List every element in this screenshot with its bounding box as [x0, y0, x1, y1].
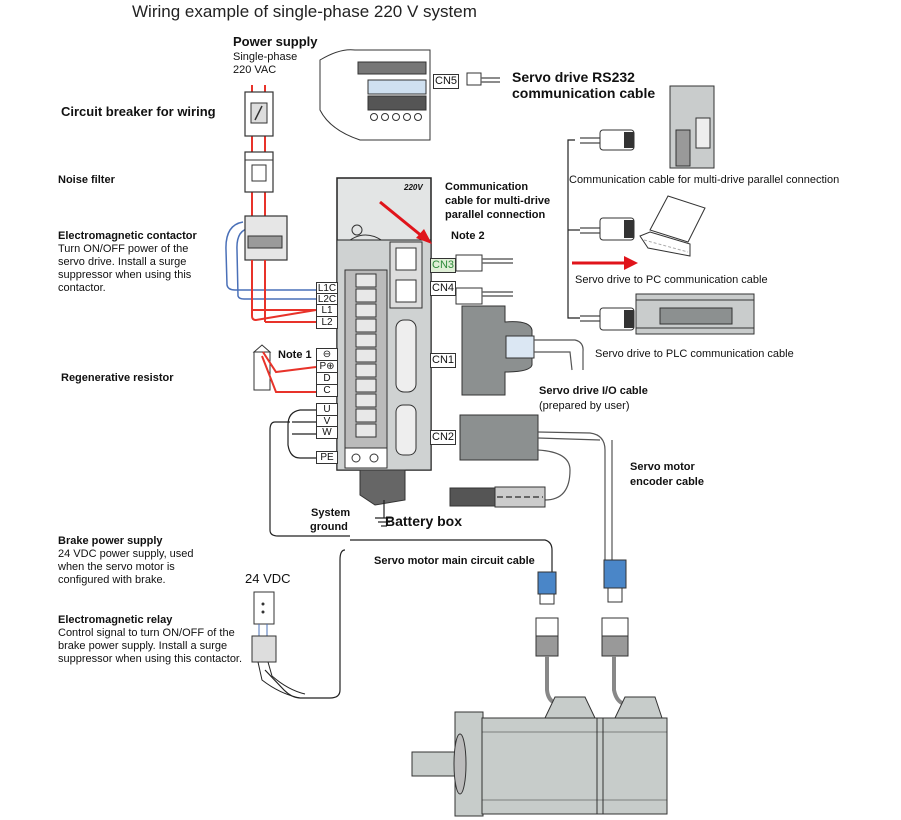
em-contactor-icon — [225, 215, 317, 323]
terminal-label: W — [316, 426, 338, 439]
io-cable-sublabel: (prepared by user) — [539, 400, 630, 412]
regen-resistor-label: Regenerative resistor — [61, 372, 174, 384]
system-ground-label-2: ground — [310, 521, 348, 533]
regenerative-resistor-icon — [252, 344, 317, 393]
em-relay-desc-2: brake power supply. Install a surge — [58, 640, 228, 652]
circuit-breaker-label: Circuit breaker for wiring — [61, 104, 216, 119]
power-supply-voltage: 220 VAC — [233, 64, 277, 76]
multi-drive-label-2: cable for multi-drive — [445, 195, 551, 207]
comm-plugs-icon — [580, 129, 635, 331]
note2-label: Note 2 — [451, 230, 485, 242]
brake-power-desc-2: when the servo motor is — [58, 561, 175, 573]
em-contactor-heading: Electromagnetic contactor — [58, 230, 197, 242]
cn5-cable-icon — [466, 72, 500, 86]
drive-top-panel-icon — [319, 49, 431, 141]
brake-power-heading: Brake power supply — [58, 535, 163, 547]
rs232-label-2: communication cable — [512, 85, 656, 101]
pc-arrow-icon — [572, 256, 638, 270]
multi-drive-label-1: Communication — [445, 181, 529, 193]
servo-motor-icon — [411, 696, 668, 817]
power-supply-heading: Power supply — [233, 34, 318, 49]
io-cable-label: Servo drive I/O cable — [539, 385, 648, 397]
rj45-plugs-icon — [455, 254, 513, 305]
em-contactor-desc-2: servo drive. Install a surge — [58, 256, 187, 268]
cn3-port-label: CN3 — [430, 258, 457, 273]
plc-icon — [635, 293, 755, 335]
diagram-title: Wiring example of single-phase 220 V sys… — [132, 2, 477, 21]
encoder-connector-icon — [449, 414, 613, 560]
note1-label: Note 1 — [278, 349, 312, 361]
laptop-icon — [639, 195, 706, 257]
plc-caption: Servo drive to PLC communication cable — [595, 348, 794, 360]
cn1-port-label: CN1 — [430, 353, 457, 368]
multi-drive-caption: Communication cable for multi-drive para… — [569, 174, 840, 186]
encoder-cable-label-2: encoder cable — [630, 476, 704, 488]
em-relay-heading: Electromagnetic relay — [58, 614, 173, 626]
system-ground-label-1: System — [311, 507, 351, 519]
em-contactor-desc-1: Turn ON/OFF power of the — [58, 243, 189, 255]
encoder-cable-label-1: Servo motor — [630, 461, 695, 473]
battery-box-label: Battery box — [385, 513, 463, 529]
multi-drive-label-3: parallel connection — [445, 209, 546, 221]
terminal-label: C — [316, 384, 338, 397]
main-circuit-cable-label: Servo motor main circuit cable — [374, 555, 535, 567]
em-relay-desc-1: Control signal to turn ON/OFF of the — [58, 627, 235, 639]
em-relay-desc-3: suppressor when using this contactor. — [58, 653, 243, 665]
vdc-label: 24 VDC — [245, 571, 291, 586]
brake-supply-relay-icon — [251, 591, 306, 699]
em-contactor-desc-3: suppressor when using this — [58, 269, 192, 281]
motor-cable-connectors-icon — [535, 559, 629, 705]
motor-wiring — [264, 409, 553, 699]
pc-caption: Servo drive to PC communication cable — [575, 274, 768, 286]
servo-drive-icon — [336, 177, 432, 506]
noise-filter-label: Noise filter — [58, 174, 115, 186]
terminal-label: L2 — [316, 316, 338, 329]
rs232-label-1: Servo drive RS232 — [512, 69, 635, 85]
cn4-port-label: CN4 — [430, 281, 457, 296]
brake-power-desc-1: 24 VDC power supply, used — [58, 548, 194, 560]
io-connector-icon — [461, 305, 584, 396]
mini-drive-icon — [669, 85, 715, 169]
terminal-label: PE — [316, 451, 338, 464]
power-supply-phase: Single-phase — [233, 51, 298, 63]
brake-power-desc-3: configured with brake. — [58, 574, 166, 586]
noise-filter-icon — [244, 151, 274, 193]
cn2-port-label: CN2 — [430, 430, 457, 445]
cn5-port-label: CN5 — [433, 74, 460, 89]
cn3-arrow-icon — [379, 200, 432, 244]
circuit-breaker-icon — [244, 85, 274, 230]
drive-voltage-label: 220V — [404, 183, 423, 192]
comm-branch-lines — [567, 139, 580, 319]
em-contactor-desc-4: contactor. — [58, 282, 106, 294]
